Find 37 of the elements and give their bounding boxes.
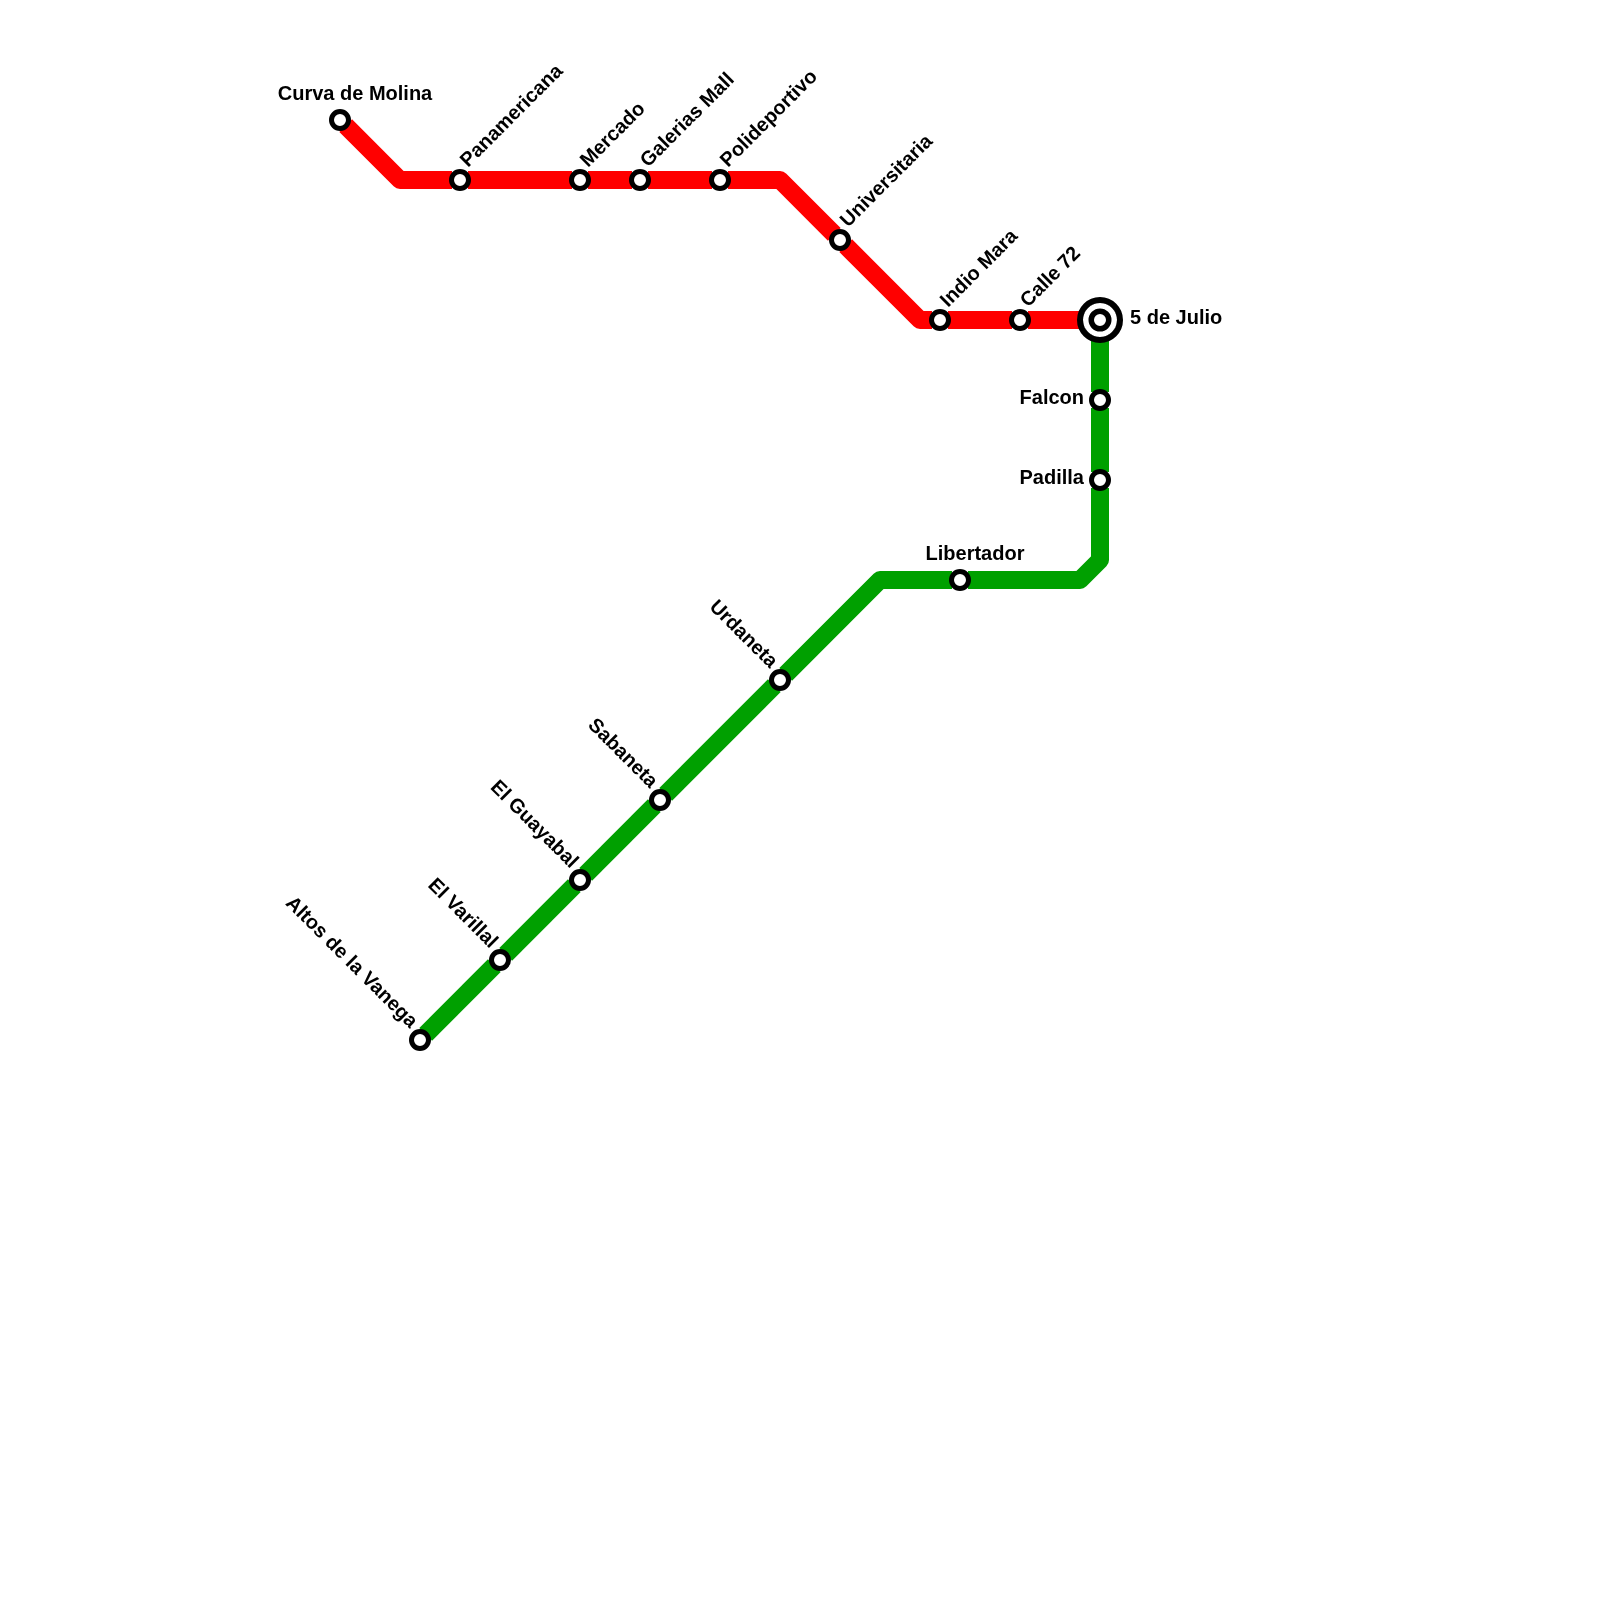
rail-line [648,171,712,189]
rail-line [779,571,952,681]
station-marker [329,109,351,131]
station-label: 5 de Julio [1130,307,1223,327]
rail-line [588,171,632,189]
rail-line [1028,311,1080,329]
station-label: Padilla [1019,467,1084,487]
station-marker [1009,309,1031,331]
station-label: Falcon [1019,387,1084,407]
rail-line [1091,408,1109,472]
station-marker [769,669,791,691]
rail-line [968,488,1109,589]
station-marker [709,169,731,191]
rail-line [839,239,932,329]
station-marker [569,869,591,891]
station-marker [1089,469,1111,491]
rail-line [728,171,841,241]
station-marker [929,309,951,331]
station-marker [829,229,851,251]
rail-line [579,799,661,881]
station-marker [569,169,591,191]
station-label: Curva de Molina [277,83,433,103]
rail-line [499,879,581,961]
station-marker [489,949,511,971]
station-marker [449,169,471,191]
rail-line [659,679,781,801]
rail-line [1091,340,1109,392]
rail-line [468,171,572,189]
station-marker [949,569,971,591]
station-label: Libertador [925,543,1025,563]
station-marker [409,1029,431,1051]
rail-line [419,959,501,1041]
station-marker [629,169,651,191]
interchange-station-marker [1077,297,1123,343]
station-marker [1089,389,1111,411]
rail-line [948,311,1012,329]
station-marker [649,789,671,811]
